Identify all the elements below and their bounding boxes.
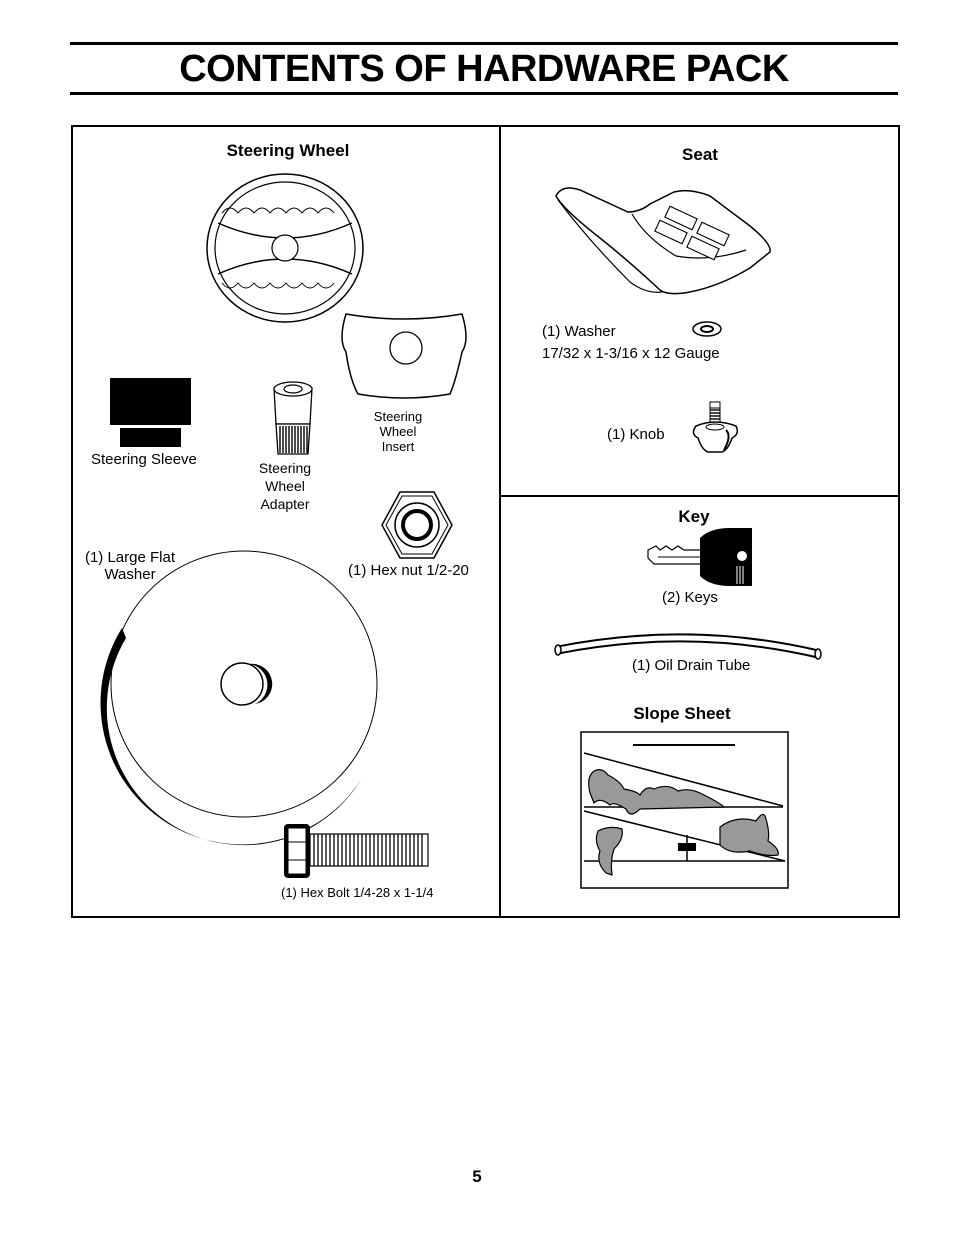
large-flat-washer-icon (100, 550, 378, 846)
slope-sheet-icon (580, 731, 789, 889)
key-icon (647, 528, 752, 586)
title-rule-bottom (70, 92, 898, 95)
knob-icon (692, 401, 739, 453)
steering-wheel-icon (206, 173, 364, 323)
key-heading: Key (678, 507, 710, 526)
washer-icon (692, 321, 722, 337)
slope-sheet-heading: Slope Sheet (633, 704, 731, 723)
washer-label: (1) Washer (542, 323, 616, 340)
large-flat-washer-label: (1) Large Flat Washer (84, 549, 176, 583)
steering-sleeve-bottom-icon (120, 428, 181, 447)
steering-wheel-heading: Steering Wheel (226, 141, 350, 160)
steering-wheel-adapter-label: Steering Wheel Adapter (258, 460, 312, 512)
steering-wheel-adapter-icon (273, 381, 313, 455)
keys-label: (2) Keys (662, 589, 718, 606)
steering-wheel-insert-icon (341, 313, 467, 399)
seat-heading: Seat (682, 145, 718, 164)
hex-nut-icon (381, 491, 453, 559)
steering-wheel-insert-label: Steering Wheel Insert (373, 409, 423, 454)
page-number: 5 (472, 1167, 482, 1186)
steering-sleeve-label: Steering Sleeve (91, 451, 197, 468)
hex-bolt-label: (1) Hex Bolt 1/4-28 x 1-1/4 (281, 885, 434, 900)
hex-bolt-icon (284, 824, 429, 878)
title-rule-top (70, 42, 898, 45)
seat-icon (555, 187, 771, 295)
key-panel (499, 495, 900, 918)
hex-nut-label: (1) Hex nut 1/2-20 (348, 562, 469, 579)
knob-label: (1) Knob (607, 426, 665, 443)
steering-sleeve-icon (110, 378, 191, 425)
oil-drain-tube-icon (554, 633, 822, 660)
washer-spec: 17/32 x 1-3/16 x 12 Gauge (542, 345, 720, 362)
page-title: CONTENTS OF HARDWARE PACK (179, 48, 789, 90)
oil-drain-tube-label: (1) Oil Drain Tube (632, 657, 751, 674)
